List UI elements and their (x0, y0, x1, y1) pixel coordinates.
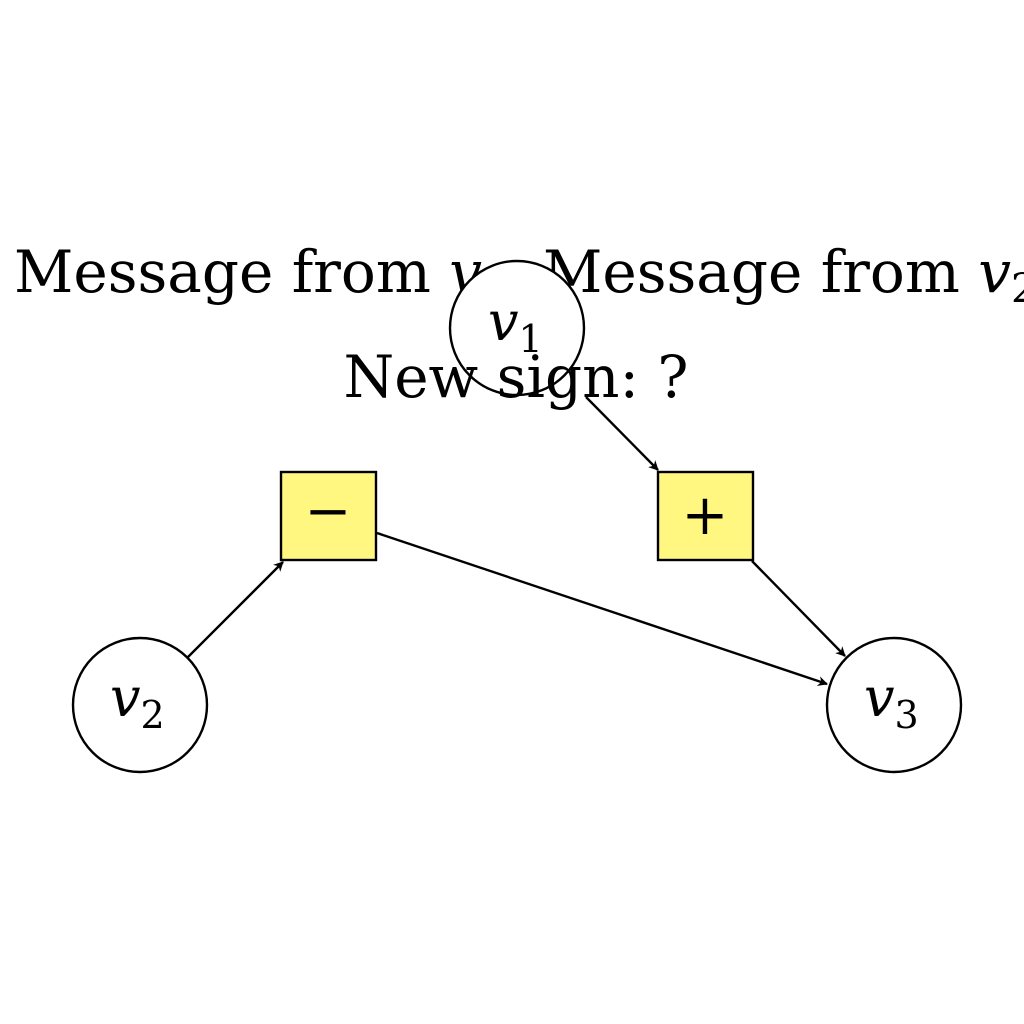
sign-box-plus: + (656, 470, 755, 562)
node-v1-label: v1 (488, 290, 543, 361)
message-from-v2-sub: 2 (1011, 266, 1024, 312)
node-v1-sub: 1 (519, 317, 543, 361)
node-v3-circle (825, 636, 963, 774)
sign-box-minus: − (279, 470, 378, 562)
node-v1-var: v (488, 290, 519, 353)
message-from-v1-prefix: Message from (14, 238, 449, 306)
node-v3: v3 (825, 636, 963, 774)
sign-box-minus-rect (279, 470, 378, 562)
edge-plus-to-v3 (751, 560, 846, 657)
edge-v2-to-minus (187, 561, 284, 658)
message-from-v2-var: v (978, 238, 1011, 306)
node-v2: v2 (71, 636, 209, 774)
edge-minus-to-v3 (376, 531, 828, 686)
node-v2-label: v2 (110, 666, 165, 737)
sign-minus-label: − (305, 479, 352, 544)
node-v2-circle (71, 636, 209, 774)
sign-plus-label: + (682, 483, 729, 548)
node-v3-label: v3 (864, 666, 919, 737)
message-from-v1-label: Message from v1 (14, 238, 508, 312)
node-v3-sub: 3 (895, 693, 919, 737)
edge-v1-to-plus (585, 396, 659, 471)
node-v1: v1 (448, 259, 586, 397)
message-from-v2-prefix: Message from (543, 238, 978, 306)
message-from-v2-label: Message from v2 (543, 238, 1024, 312)
node-v2-var: v (110, 666, 141, 729)
node-v3-var: v (864, 666, 895, 729)
sign-box-plus-rect (656, 470, 755, 562)
node-v2-sub: 2 (141, 693, 165, 737)
node-v1-circle (448, 259, 586, 397)
new-sign-label: New sign: ? (343, 343, 688, 411)
